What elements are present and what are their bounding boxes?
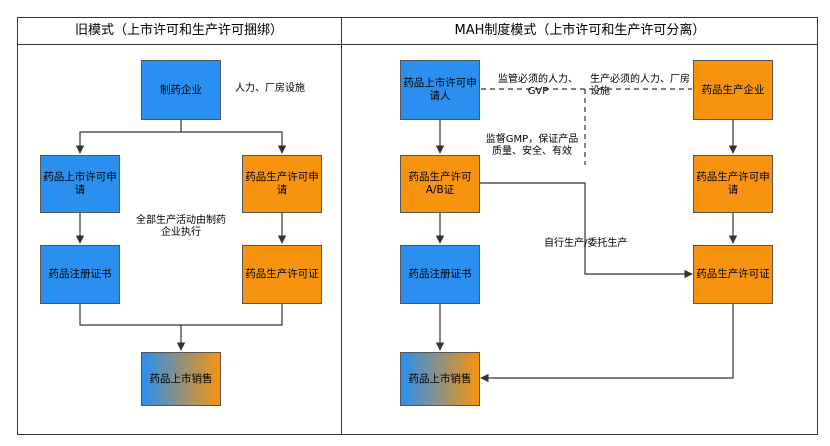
all-activities-label: 全部生产活动由制药企业执行 [136,215,226,238]
mah-applicant-box: 药品上市许可申请人 [400,60,480,120]
arrow-prod-cert-to-market-sales [480,304,734,383]
production-application-box: 药品生产许可申请 [693,155,773,213]
registration-certificate-box: 药品注册证书 [400,245,480,304]
production-certificate-box: 药品生产许可证 [242,245,322,304]
header-divider [17,44,818,45]
left-panel-header: 旧模式（上市许可和生产许可捆绑） [74,23,283,38]
supervise-resources-label: 监管必须的人力、GVP [498,74,578,97]
arrow-self-or-entrusted-production [480,182,693,279]
supervise-gmp-label: 监督GMP，保证产品质量、安全、有效 [485,134,579,157]
diagram-frame [17,17,818,435]
manufacturing-company-box: 药品生产企业 [693,60,773,120]
production-certificate-box: 药品生产许可证 [693,245,773,304]
right-panel-header: MAH制度模式（上市许可和生产许可分离） [454,23,706,38]
arrow-company-to-marketing-app [75,120,182,154]
registration-certificate-box: 药品注册证书 [40,245,120,304]
market-sales-box: 药品上市销售 [400,352,480,406]
self-or-entrusted-label: 自行生产/委托生产 [544,238,628,249]
production-certificate-ab-box: 药品生产许可A/B证 [400,155,480,213]
arrow-company-to-production-app [181,131,287,154]
resources-label: 人力、厂房设施 [235,83,305,94]
panel-divider [341,17,342,435]
market-sales-box: 药品上市销售 [141,352,221,406]
marketing-application-box: 药品上市许可申请 [40,155,120,213]
line-certs-join [79,304,283,326]
pharma-company-box: 制药企业 [141,60,221,120]
production-resources-label: 生产必须的人力、厂房设施 [590,74,690,97]
production-application-box: 药品生产许可申请 [242,155,322,213]
